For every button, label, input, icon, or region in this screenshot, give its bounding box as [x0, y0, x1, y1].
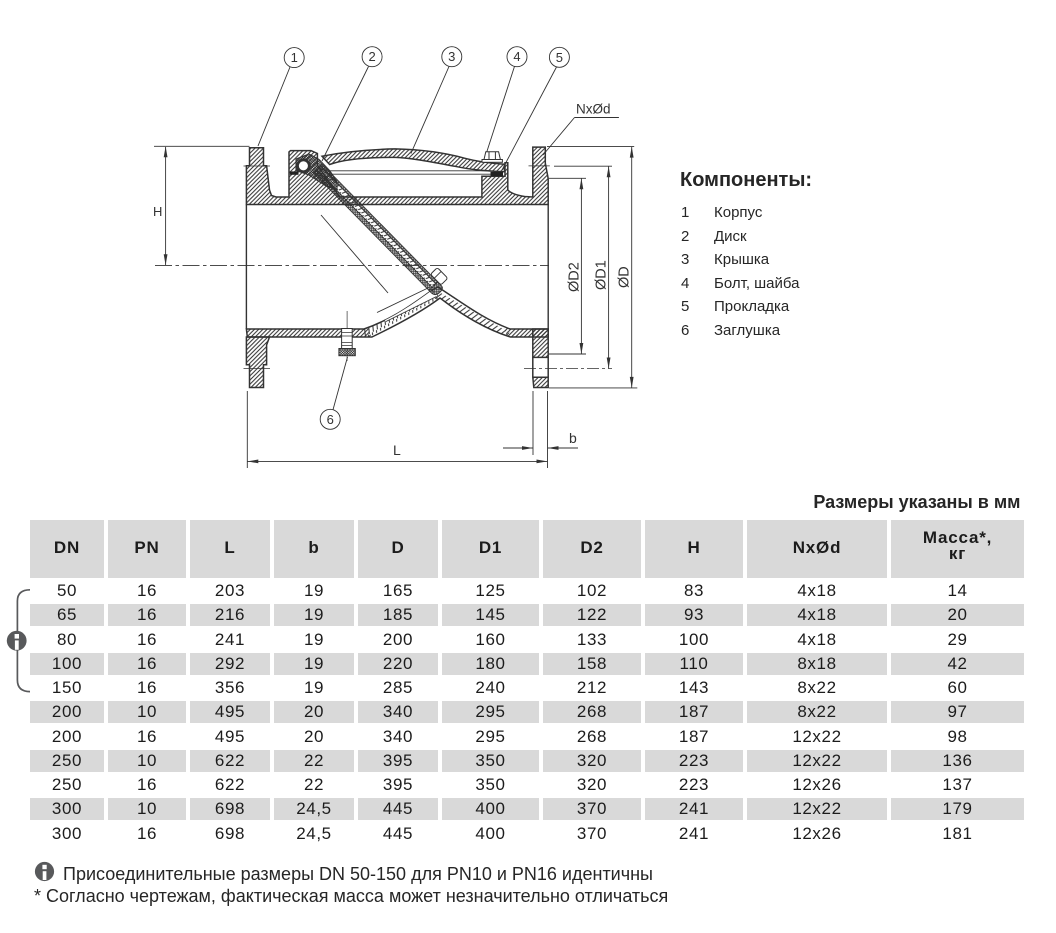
- svg-text:2: 2: [368, 49, 375, 64]
- svg-text:b: b: [569, 430, 577, 446]
- svg-text:ØD: ØD: [617, 266, 633, 288]
- svg-text:3: 3: [448, 49, 455, 64]
- svg-text:NxØd: NxØd: [576, 102, 611, 117]
- svg-text:6: 6: [327, 412, 334, 427]
- svg-text:4: 4: [513, 49, 520, 64]
- svg-text:L: L: [393, 442, 401, 458]
- svg-text:H: H: [153, 204, 162, 219]
- svg-text:ØD2: ØD2: [567, 262, 583, 292]
- svg-text:1: 1: [291, 50, 298, 65]
- svg-text:ØD1: ØD1: [594, 260, 610, 290]
- svg-text:5: 5: [556, 50, 563, 65]
